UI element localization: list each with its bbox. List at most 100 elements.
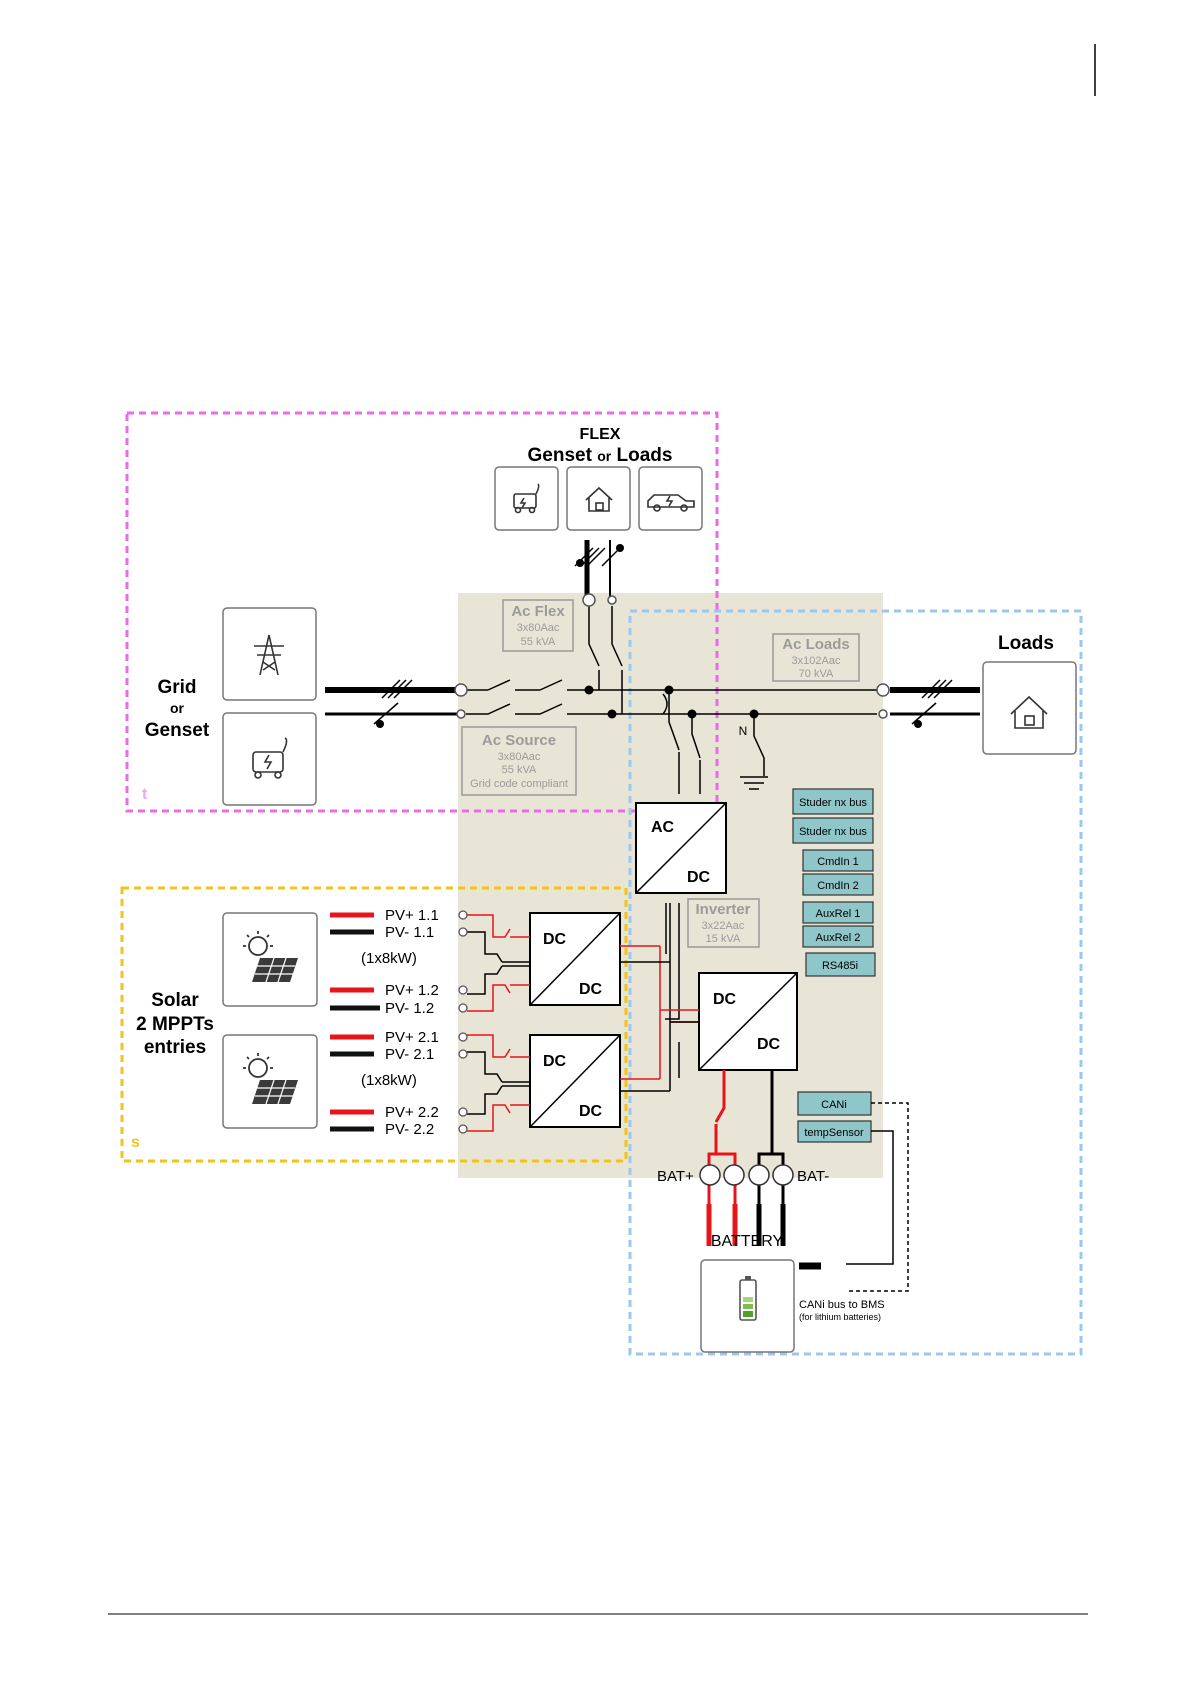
battery-dcdc-bottom-label: DC [757, 1036, 781, 1053]
solar-zone-corner-mark: s [131, 1134, 140, 1151]
bat-plus-label: BAT+ [657, 1168, 694, 1185]
port-studer-2-label: Studer nx bus [799, 826, 867, 838]
port-auxrel-1 [802, 901, 874, 924]
port-auxrel-1-label: AuxRel 1 [816, 908, 861, 920]
inverter-power: 15 kVA [706, 933, 741, 945]
flex-subtitle: Genset or Loads [528, 445, 673, 466]
port-studer-2 [792, 817, 874, 844]
mppt1-converter: DC DC [529, 912, 621, 1006]
port-cmdin-1-label: CmdIn 1 [817, 856, 859, 868]
solar-panel-icon [243, 931, 298, 983]
ac-source-power: 55 kVA [502, 764, 537, 776]
mppt1-top-label: DC [543, 931, 567, 948]
port-rs485 [805, 952, 876, 977]
port-auxrel-2 [802, 925, 874, 948]
pv-plus-1-1: PV+ 1.1 [385, 907, 439, 924]
flex-title: FLEX [580, 426, 621, 443]
ac-source-title: Ac Source [482, 732, 556, 749]
pv-minus-2-2: PV- 2.2 [385, 1121, 434, 1138]
house-icon [1010, 695, 1048, 729]
communication-ports: Studer nx bus Studer nx bus CmdIn 1 CmdI… [792, 788, 876, 1143]
terminal-circles [454, 593, 890, 719]
pv-plus-1-2: PV+ 1.2 [385, 982, 439, 999]
pv-cables [330, 912, 380, 1132]
pv-minus-2-1: PV- 2.1 [385, 1046, 434, 1063]
ac-loads-current: 3x102Aac [792, 655, 841, 667]
grid-pylon-box [222, 607, 317, 701]
bat-minus-label: BAT- [797, 1168, 829, 1185]
port-rs485-label: RS485i [822, 960, 858, 972]
battery-dcdc-top-label: DC [713, 991, 737, 1008]
grid-genset-label: Genset [145, 720, 210, 741]
grid-genset-box [222, 712, 317, 806]
pv-rating-1: (1x8kW) [361, 950, 417, 967]
pv-labels: PV+ 1.1 PV- 1.1 (1x8kW) PV+ 1.2 PV- 1.2 … [361, 907, 439, 1138]
mppt2-top-label: DC [543, 1053, 567, 1070]
bms-bus-note: (for lithium batteries) [799, 1312, 881, 1322]
ac-source-current: 3x80Aac [498, 751, 541, 763]
port-cmdin-2-label: CmdIn 2 [817, 880, 859, 892]
battery-icon [739, 1276, 757, 1321]
ac-flex-title: Ac Flex [511, 603, 565, 620]
pv-minus-1-1: PV- 1.1 [385, 924, 434, 941]
ac-source-note: Grid code compliant [470, 778, 568, 790]
grid-title: Grid [157, 677, 196, 698]
pv-rating-2: (1x8kW) [361, 1072, 417, 1089]
bms-bus-label: CANi bus to BMS [799, 1299, 885, 1311]
inverter-rating: Inverter 3x22Aac 15 kVA [687, 898, 760, 948]
acdc-bottom-label: DC [687, 869, 711, 886]
flex-subtitle-genset: Genset [528, 445, 593, 466]
flex-genset-box [494, 466, 559, 531]
ac-flex-rating: Ac Flex 3x80Aac 55 kVA [502, 599, 574, 652]
solar-entries: entries [144, 1037, 206, 1058]
pv-plus-2-1: PV+ 2.1 [385, 1029, 439, 1046]
ac-loads-power: 70 kVA [799, 668, 834, 680]
solar-mppts: 2 MPPTs [136, 1014, 214, 1035]
mppt2-bottom-label: DC [579, 1103, 603, 1120]
port-tempsensor-label: tempSensor [804, 1127, 864, 1139]
dc-wiring [467, 903, 699, 1132]
ac-source-rating: Ac Source 3x80Aac 55 kVA Grid code compl… [461, 726, 577, 796]
loads-title: Loads [998, 633, 1054, 654]
house-icon [585, 486, 613, 512]
battery-dcdc-converter: DC DC [698, 972, 798, 1071]
port-cmdin-2 [802, 873, 874, 896]
grid-zone-corner-mark: t [142, 786, 148, 803]
flex-house-box [566, 466, 631, 531]
inverter-current: 3x22Aac [702, 920, 745, 932]
mppt2-converter: DC DC [529, 1034, 621, 1128]
flex-car-box [638, 466, 703, 531]
grid-or: or [170, 700, 185, 716]
ac-loads-title: Ac Loads [782, 636, 850, 653]
genset-icon [252, 737, 288, 779]
grid-pylon-icon [254, 634, 284, 676]
ac-flex-current: 3x80Aac [517, 622, 560, 634]
pv-plus-2-2: PV+ 2.2 [385, 1104, 439, 1121]
genset-icon [513, 483, 540, 514]
inverter-title: Inverter [695, 901, 750, 918]
port-studer-1 [792, 788, 874, 815]
bms-links [799, 1102, 909, 1292]
battery-title: BATTERY [711, 1233, 784, 1250]
battery-terminal-circles [699, 1164, 794, 1186]
solar-panel-icon [243, 1053, 298, 1105]
pv-terminals [458, 910, 468, 1134]
battery-box [700, 1259, 795, 1353]
pv-minus-1-2: PV- 1.2 [385, 1000, 434, 1017]
loads-house-box [982, 661, 1077, 755]
flex-subtitle-or: or [597, 448, 612, 464]
ac-flex-power: 55 kVA [521, 636, 556, 648]
port-cmdin-1 [802, 849, 874, 872]
ac-loads-rating: Ac Loads 3x102Aac 70 kVA [772, 633, 860, 682]
flex-zone [125, 411, 719, 813]
port-studer-1-label: Studer nx bus [799, 797, 867, 809]
flex-subtitle-loads: Loads [617, 445, 673, 466]
mppt1-bottom-label: DC [579, 981, 603, 998]
acdc-converter: AC DC [635, 802, 727, 894]
solar-zone [120, 886, 628, 1163]
solar-panel-box-1 [222, 912, 318, 1007]
acdc-top-label: AC [651, 819, 675, 836]
loads-zone [628, 609, 1083, 1356]
solar-panel-box-2 [222, 1034, 318, 1129]
